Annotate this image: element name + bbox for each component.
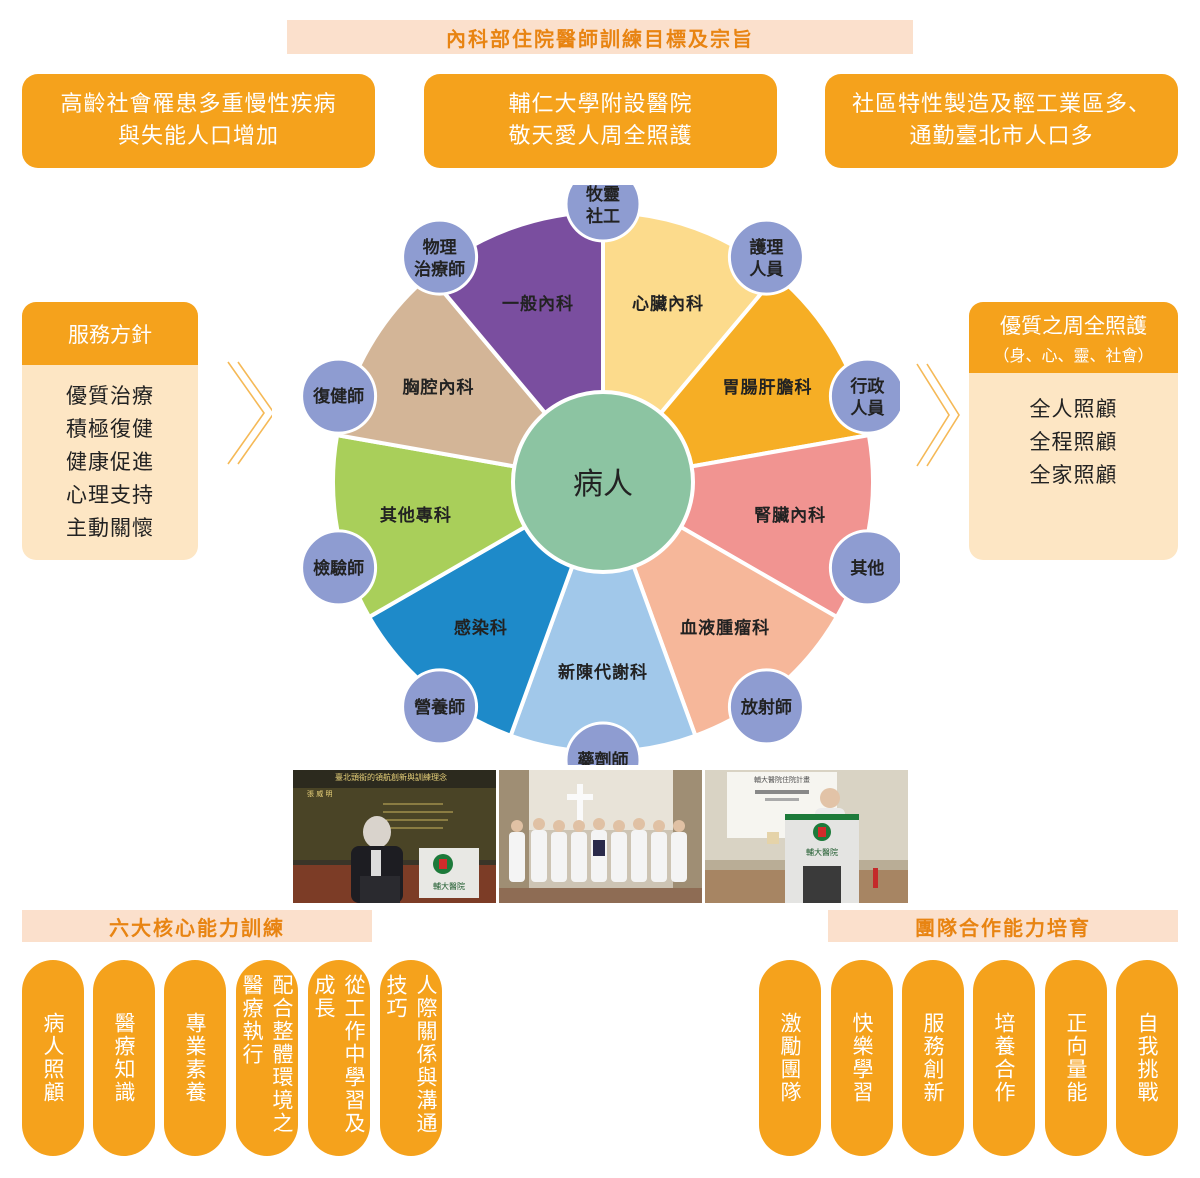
staff-label: 檢驗師 [313, 558, 364, 579]
staff-circle [727, 668, 805, 746]
wheel-segment-label: 新陳代謝科 [558, 662, 648, 683]
team-pill-self-challenge: 自我挑戰 [1116, 960, 1178, 1156]
staff-circle [828, 529, 900, 607]
photo-lecture: 臺北頭銜的領航創新與訓練理念 張 威 明 輔大醫院 [293, 770, 496, 903]
top-box-line: 高齡社會罹患多重慢性疾病 [60, 92, 337, 117]
team-pill-service-innovation: 服務創新 [902, 960, 964, 1156]
core-pill-communication: 人際關係與溝通技巧 [380, 960, 442, 1156]
core-pill-practice-learning: 從工作中學習及成長 [308, 960, 370, 1156]
top-box-line: 敬天愛人周全照護 [508, 124, 693, 149]
slide-title-text: 臺北頭銜的領航創新與訓練理念 [335, 772, 447, 782]
list-item: 全家照顧 [1029, 463, 1118, 487]
staff-label: 物理 [423, 237, 457, 258]
slide3-title-text: 輔大醫院住院計畫 [754, 775, 810, 784]
staff-circle [564, 185, 642, 243]
left-panel-heading-text: 服務方針 [68, 322, 152, 347]
patient-center-label: 病人 [573, 467, 633, 502]
team-pill-happy-learning: 快樂學習 [831, 960, 893, 1156]
core-competency-heading: 六大核心能力訓練 [22, 910, 372, 942]
wheel-segment-label: 一般內科 [502, 293, 574, 314]
staff-circle [300, 357, 378, 435]
core-pill-medical-knowledge: 醫療知識 [93, 960, 155, 1156]
wheel-segment-label: 心臟內科 [632, 293, 704, 314]
team-pill-motivate: 激勵團隊 [759, 960, 821, 1156]
staff-label: 復健師 [312, 386, 364, 407]
top-box-line: 通勤臺北市人口多 [909, 124, 1094, 149]
staff-circle [401, 668, 479, 746]
core-pill-patient-care: 病人照顧 [22, 960, 84, 1156]
staff-circle [727, 218, 805, 296]
wheel-segment-label: 胸腔內科 [402, 377, 474, 398]
list-item: 優質治療 [66, 384, 154, 408]
wheel-segment-label: 血液腫瘤科 [680, 618, 770, 639]
wheel-segment-label: 腎臟內科 [754, 505, 826, 526]
staff-label: 人員 [850, 399, 884, 419]
staff-circle [828, 357, 900, 435]
team-pill-positive-energy: 正向量能 [1045, 960, 1107, 1156]
staff-label: 社工 [585, 206, 620, 227]
list-item: 全人照顧 [1029, 397, 1118, 421]
list-item: 積極復健 [66, 417, 154, 441]
top-box-hospital-mission: 輔仁大學附設醫院 敬天愛人周全照護 [424, 74, 777, 168]
list-item: 主動關懷 [66, 516, 154, 540]
staff-label: 護理 [749, 237, 783, 258]
staff-label: 其他 [850, 558, 884, 579]
top-box-aging-society: 高齡社會罹患多重慢性疾病 與失能人口增加 [22, 74, 375, 168]
wheel-segment-label: 感染科 [454, 618, 508, 639]
top-box-line: 與失能人口增加 [117, 124, 279, 149]
page-title: 內科部住院醫師訓練目標及宗旨 [287, 20, 913, 54]
right-panel-heading: 優質之周全照護 （身、心、靈、社會） [969, 302, 1178, 373]
top-box-line: 社區特性製造及輕工業區多、 [851, 92, 1151, 117]
staff-label: 治療師 [414, 259, 465, 280]
wheel-segment-label: 其他專科 [380, 505, 452, 526]
staff-label: 人員 [749, 260, 783, 280]
staff-circle [564, 721, 642, 765]
staff-label: 藥劑師 [577, 750, 629, 765]
staff-label: 牧靈 [586, 185, 620, 205]
left-panel-list: 優質治療 積極復健 健康促進 心理支持 主動關懷 [22, 365, 198, 560]
right-panel-list: 全人照顧 全程照顧 全家照顧 [969, 373, 1178, 560]
right-panel-subheading: （身、心、靈、社會） [993, 345, 1154, 365]
patient-center-circle [511, 390, 695, 574]
slide-name-text: 張 威 明 [307, 789, 332, 798]
photo-speaker: 輔大醫院住院計畫 輔大醫院 [705, 770, 908, 903]
list-item: 心理支持 [66, 483, 154, 507]
staff-label: 放射師 [740, 697, 792, 718]
podium-sign-text: 輔大醫院 [806, 847, 838, 857]
top-box-community: 社區特性製造及輕工業區多、 通勤臺北市人口多 [825, 74, 1178, 168]
core-pill-professionalism: 專業素養 [164, 960, 226, 1156]
chevron-right-icon [227, 361, 272, 465]
top-box-line: 輔仁大學附設醫院 [508, 92, 693, 117]
podium-sign-text: 輔大醫院 [433, 881, 465, 891]
list-item: 健康促進 [66, 450, 154, 474]
staff-circle [401, 218, 479, 296]
team-pill-cooperation: 培養合作 [973, 960, 1035, 1156]
core-pill-systems-practice: 配合整體環境之醫療執行 [236, 960, 298, 1156]
left-panel-heading: 服務方針 [22, 302, 198, 365]
chevron-right-icon [916, 363, 960, 467]
right-panel-heading-text: 優質之周全照護 [1000, 313, 1147, 338]
team-section-heading: 團隊合作能力培育 [828, 910, 1178, 942]
staff-label: 行政 [849, 376, 885, 397]
list-item: 全程照顧 [1029, 430, 1118, 454]
wheel-segment-label: 胃腸肝膽科 [723, 377, 813, 398]
staff-label: 營養師 [414, 697, 465, 718]
staff-circle [300, 529, 378, 607]
photo-group [499, 770, 702, 903]
